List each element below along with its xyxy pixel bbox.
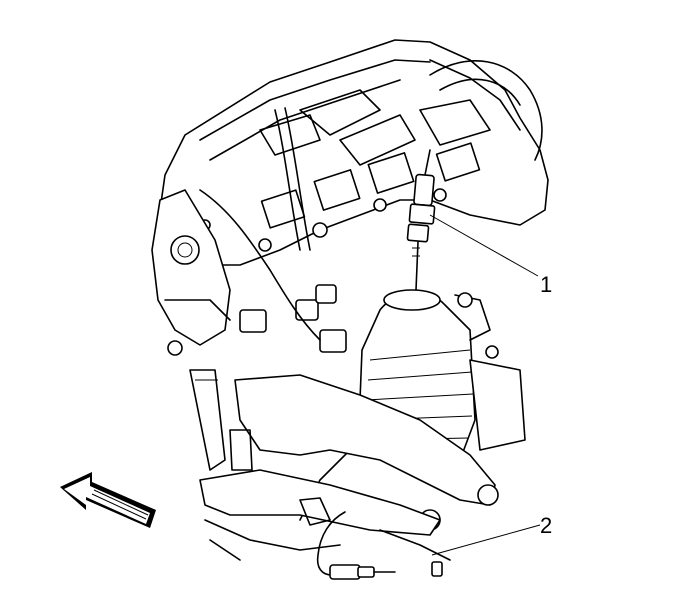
oxygen-sensor-1 xyxy=(406,149,436,291)
callout-1-label: 1 xyxy=(540,272,552,297)
engine-left-side xyxy=(151,107,347,356)
front-direction-arrow-icon xyxy=(60,472,156,528)
oxygen-sensor-2 xyxy=(316,511,443,580)
callout-1-leader xyxy=(429,214,539,277)
callout-2-leader xyxy=(431,524,541,556)
subframe-bracket xyxy=(189,369,499,561)
callout-2-label: 2 xyxy=(540,513,552,538)
engine-assembly xyxy=(159,39,549,266)
